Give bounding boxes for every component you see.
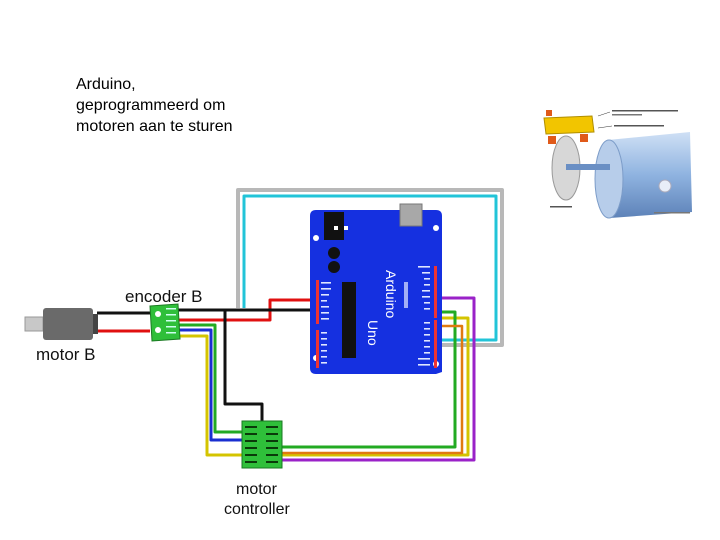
wire-yellow (178, 316, 470, 457)
caption-line-2: geprogrammeerd om (76, 97, 226, 114)
wire-purple (282, 296, 476, 462)
caption: Arduino, geprogrammeerd om motoren aan t… (76, 74, 296, 137)
wires (97, 188, 504, 462)
right-pin-labels (418, 266, 430, 366)
arduino-logo-text-1: Arduino (383, 270, 399, 318)
wire-orange (282, 324, 464, 455)
wire-grey (236, 188, 504, 347)
motor-b (24, 308, 98, 340)
arduino-uno-board: Arduino Uno (310, 203, 442, 374)
caption-line-1: Arduino, (76, 76, 136, 93)
motor-controller-board (241, 420, 283, 469)
controller-label-line-2: controller (224, 501, 290, 518)
microcontroller-chip-icon (342, 282, 356, 358)
wire-green-arduino (282, 310, 457, 449)
encoder-motor-inset (540, 104, 695, 219)
wire-cyan (242, 194, 498, 342)
caption-line-3: motoren aan te sturen (76, 118, 233, 135)
motor-body-icon (43, 308, 93, 340)
motor-cylinder-icon (608, 132, 692, 218)
controller-label-line-1: motor (236, 481, 278, 498)
wire-green-encoder (178, 323, 242, 434)
arduino-logo-text-2: Uno (365, 320, 381, 346)
encoder-board (149, 303, 181, 342)
wire-blue-encoder (178, 328, 242, 442)
power-jack-icon (399, 203, 423, 227)
left-pin-labels (321, 282, 331, 364)
motor-label: motor B (36, 345, 96, 364)
wire-black-controller (223, 310, 264, 425)
encoder-label: encoder B (125, 287, 203, 306)
